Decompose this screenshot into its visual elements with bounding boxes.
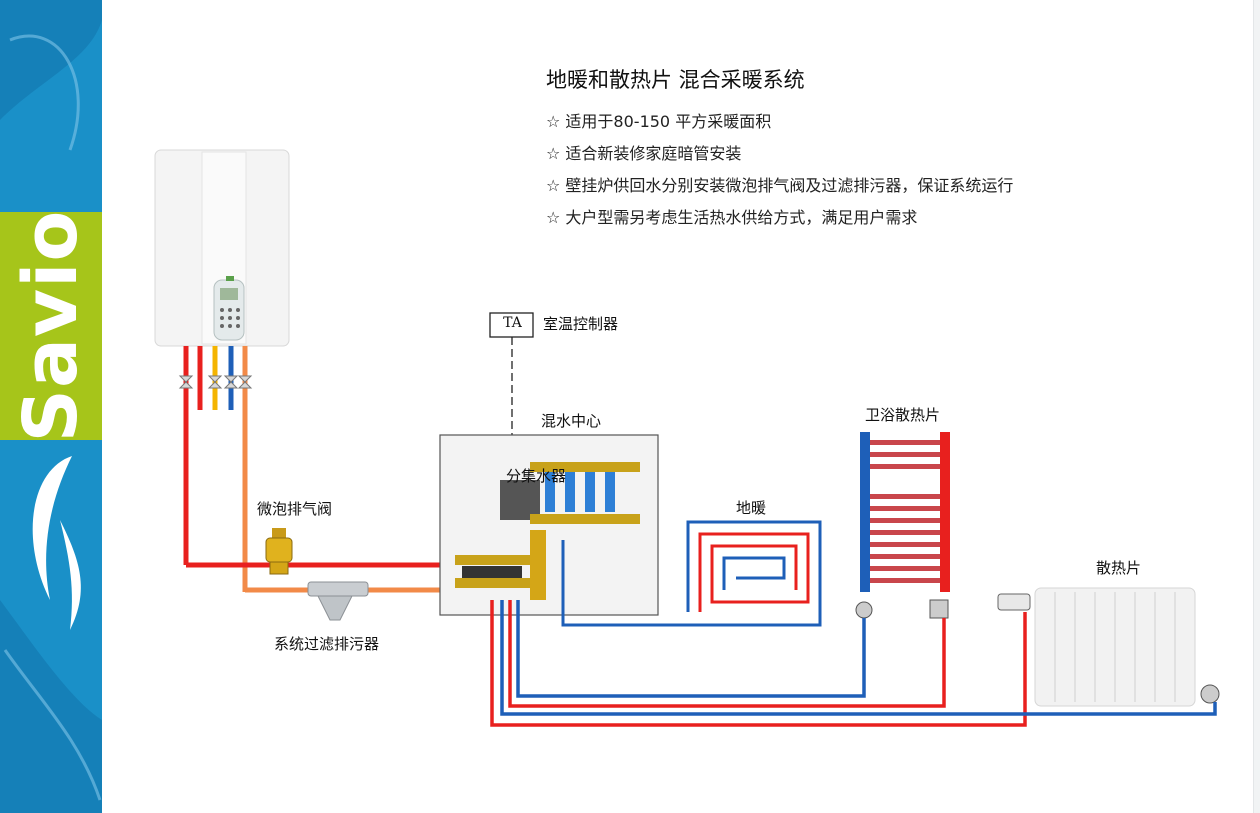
feature-line: ☆ 适用于80-150 平方采暖面积 (546, 112, 772, 131)
thermostat-box-label: TA (503, 315, 522, 331)
panel-radiator (997, 587, 1220, 707)
manifold-label: 分集水器 (506, 467, 567, 485)
thermostat-box (489, 312, 534, 338)
brand-band (0, 212, 102, 440)
filter-device (307, 581, 369, 621)
wall-boiler (154, 149, 290, 347)
distribution-pipes (490, 600, 1217, 727)
feature-line: ☆ 壁挂炉供回水分别安装微泡排气阀及过滤排污器，保证系统运行 (546, 176, 1014, 195)
brand-sidebar: Savio (0, 0, 102, 813)
right-edge (1253, 0, 1260, 813)
filter-label: 系统过滤排污器 (274, 635, 380, 653)
air-vent-valve (265, 528, 293, 575)
feature-line: ☆ 大户型需另考虑生活热水供给方式，满足用户需求 (546, 208, 918, 227)
mixing-center-label: 混水中心 (541, 412, 602, 430)
boiler-connections (178, 346, 253, 592)
floor-heating-coil (561, 520, 822, 627)
feature-line: ☆ 适合新装修家庭暗管安装 (546, 144, 742, 163)
bath-radiator (855, 432, 950, 619)
page-title: 地暖和散热片 混合采暖系统 (546, 68, 805, 92)
bath-radiator-label: 卫浴散热片 (865, 406, 941, 424)
air-vent-label: 微泡排气阀 (257, 500, 333, 518)
swoosh-decoration (0, 0, 102, 813)
thermostat-label: 室温控制器 (543, 315, 619, 333)
floor-heating-label: 地暖 (736, 499, 767, 517)
manifold (455, 462, 640, 600)
radiator-label: 散热片 (1096, 559, 1142, 577)
